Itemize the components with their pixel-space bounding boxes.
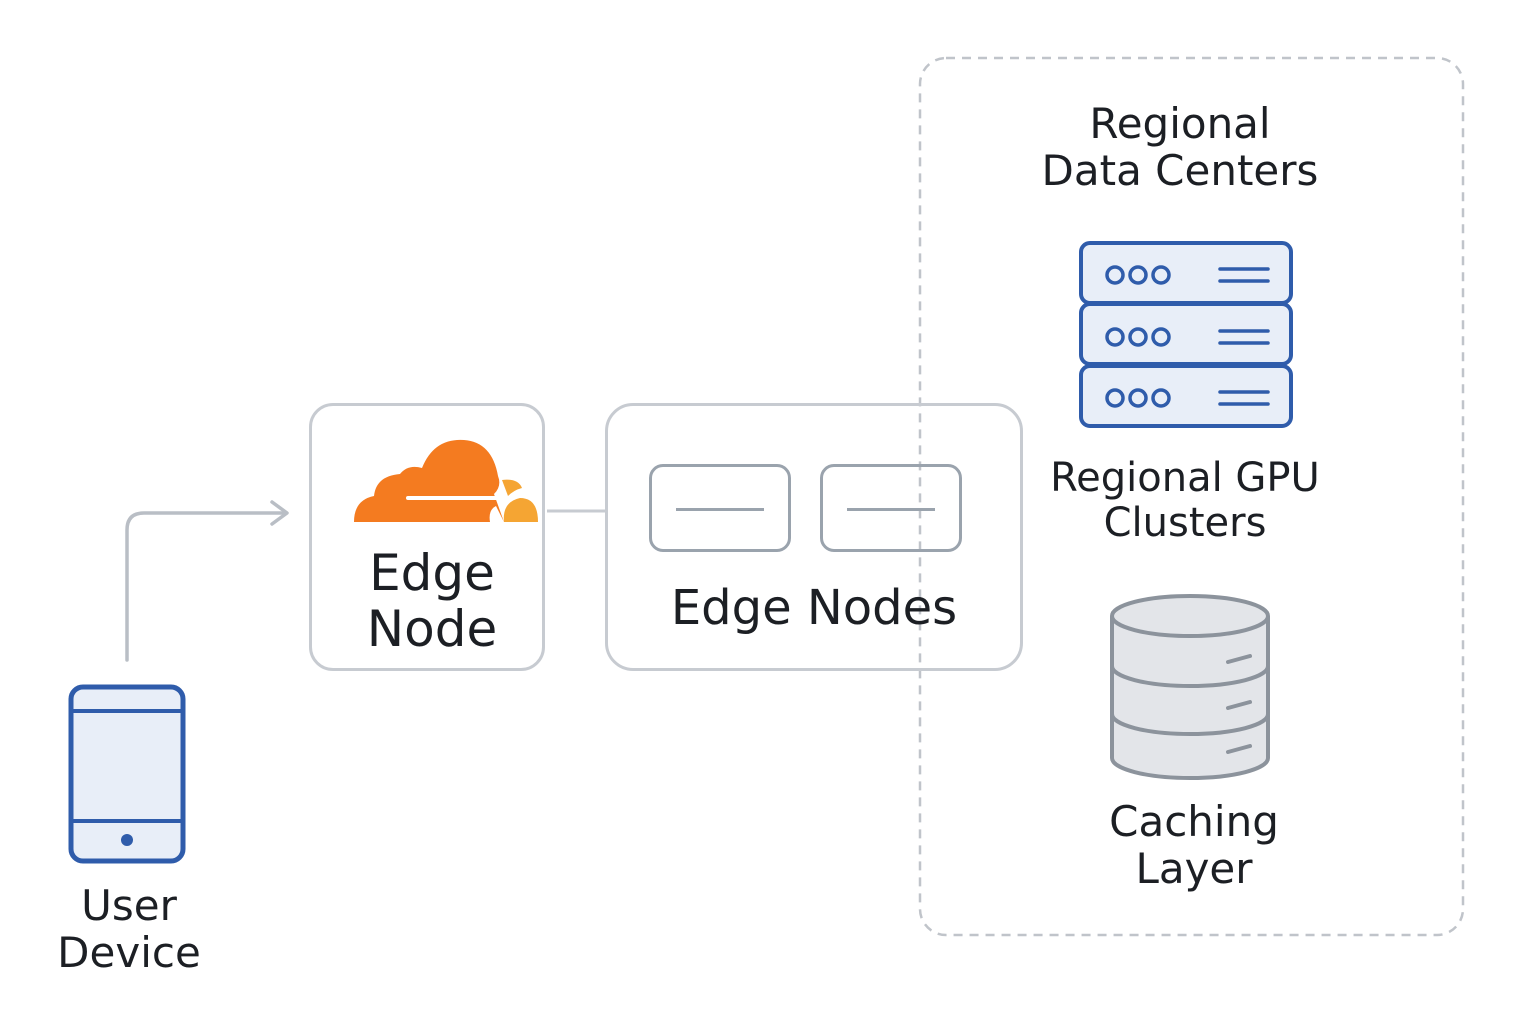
database-icon xyxy=(1110,594,1270,780)
server-slot-line xyxy=(676,508,764,511)
edge-node-label-line2: Node xyxy=(366,600,498,658)
regional-datacenter-title: Regional Data Centers xyxy=(1020,100,1340,194)
caching-layer-label-line2: Layer xyxy=(1135,844,1253,894)
edge-server-card-2 xyxy=(820,464,962,552)
user-device-label-line2: Device xyxy=(57,928,201,978)
edge-node-label-line1: Edge xyxy=(369,544,495,602)
arrowhead-icon xyxy=(270,500,289,526)
edge-nodes-card[interactable] xyxy=(605,403,1023,671)
user-device-label: User Device xyxy=(40,882,218,976)
smartphone-icon xyxy=(68,684,186,864)
server-slot-line xyxy=(847,508,935,511)
user-device-label-line1: User xyxy=(81,881,177,930)
regional-gpu-label-line2: Clusters xyxy=(1103,499,1267,546)
caching-layer-label-line1: Caching xyxy=(1109,797,1279,846)
edge-node-label: Edge Node xyxy=(312,545,552,657)
regional-datacenter-container xyxy=(918,56,1465,937)
regional-title-line2: Data Centers xyxy=(1041,146,1319,196)
edge-server-card-1 xyxy=(649,464,791,552)
edge-node-card[interactable] xyxy=(309,403,545,671)
regional-title-line1: Regional xyxy=(1089,99,1271,148)
cloud-logo-icon xyxy=(354,439,538,522)
edge-nodes-label: Edge Nodes xyxy=(670,580,958,636)
regional-gpu-label: Regional GPU Clusters xyxy=(1024,456,1346,546)
server-rack-icon xyxy=(1079,241,1293,428)
device-to-edge-arrow xyxy=(125,511,286,662)
caching-layer-label: Caching Layer xyxy=(1034,798,1354,892)
regional-gpu-label-line1: Regional GPU xyxy=(1050,455,1320,501)
